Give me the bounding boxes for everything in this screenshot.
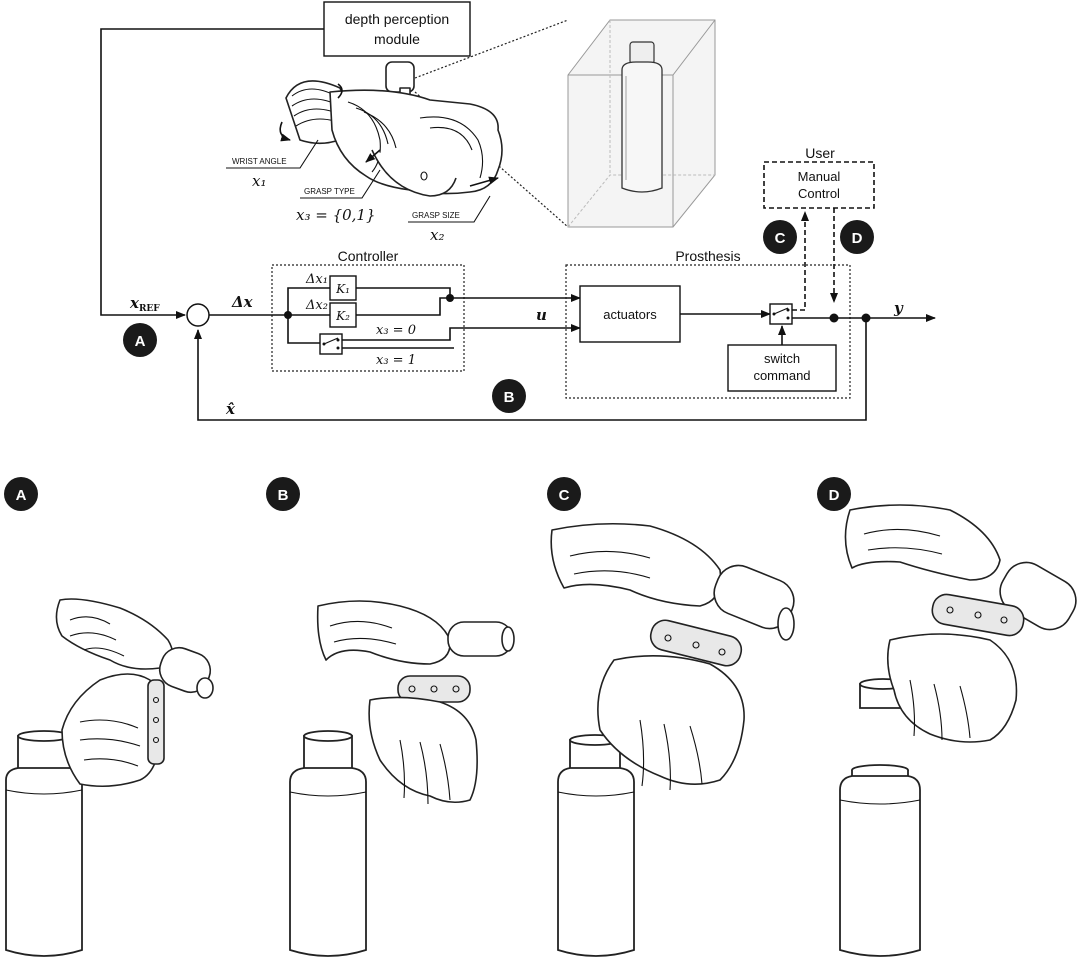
- user-hand-a: [55, 598, 174, 670]
- svg-text:x₁: x₁: [252, 172, 266, 190]
- svg-text:GRASP TYPE: GRASP TYPE: [304, 187, 355, 196]
- svg-text:x₃ = {0,1}: x₃ = {0,1}: [296, 206, 376, 224]
- svg-text:x₃ = 0: x₃ = 0: [376, 323, 416, 338]
- y-label: y: [893, 299, 904, 317]
- svg-text:K₂: K₂: [335, 309, 350, 323]
- user-hand-b: [316, 600, 515, 665]
- prosthetic-hand-illustration: [279, 61, 503, 197]
- camera-view-box: [414, 19, 716, 228]
- manual-line1: Manual: [798, 169, 841, 184]
- switch-line2: command: [753, 368, 810, 383]
- dx-label: Δx: [231, 293, 254, 311]
- block-diagram: depth perception module: [100, 1, 936, 421]
- grasp-size-label: GRASP SIZE x₂: [408, 195, 491, 244]
- spray-can-d: [839, 678, 921, 957]
- prosthesis-b: [368, 675, 478, 805]
- depth-module-line2: module: [374, 31, 420, 47]
- badge-b: B: [492, 379, 526, 413]
- panel-c-label: C: [559, 487, 570, 504]
- svg-text:Δx₂: Δx₂: [305, 298, 328, 313]
- svg-text:K₁: K₁: [335, 282, 350, 296]
- panel-a-label: A: [16, 487, 27, 504]
- badge-c: C: [763, 220, 797, 254]
- xhat-label: x̂: [225, 400, 236, 418]
- panel-b-label: B: [278, 487, 289, 504]
- panel-d-label: D: [829, 487, 840, 504]
- user-hand-c: [550, 522, 795, 641]
- svg-text:x₃ = 1: x₃ = 1: [376, 353, 416, 368]
- wrist-angle-label: WRIST ANGLE x₁: [226, 139, 319, 190]
- prosthesis-title: Prosthesis: [675, 248, 740, 264]
- svg-text:C: C: [775, 230, 786, 247]
- xref-label: xREF: [129, 294, 160, 314]
- switch-line1: switch: [764, 351, 800, 366]
- summing-junction: [186, 303, 210, 327]
- user-hand-d: [844, 504, 1077, 631]
- panel-d: D: [817, 477, 1077, 957]
- prosthesis-block: Prosthesis actuators switch command: [565, 248, 851, 399]
- badge-d: D: [840, 220, 874, 254]
- svg-text:x₂: x₂: [430, 226, 444, 244]
- user-manual-control: User Manual Control: [763, 145, 875, 209]
- svg-text:Δx₁: Δx₁: [305, 272, 328, 287]
- depth-perception-module: depth perception module: [323, 1, 471, 57]
- panel-c: C: [547, 477, 795, 957]
- grasp-type-label: GRASP TYPE x₃ = {0,1}: [296, 169, 381, 224]
- svg-text:B: B: [504, 389, 515, 406]
- panel-a: A: [4, 477, 214, 957]
- user-title: User: [805, 145, 835, 161]
- prosthesis-a: [61, 646, 214, 788]
- actuators-label: actuators: [603, 307, 657, 322]
- controller-block: Controller K₁ K₂ Δx₁ Δx₂ x₃ = 0 x₃ = 1: [271, 248, 465, 372]
- xref-line: [100, 28, 324, 319]
- badge-a: A: [123, 323, 157, 357]
- svg-text:D: D: [852, 230, 863, 247]
- svg-text:WRIST ANGLE: WRIST ANGLE: [232, 157, 287, 166]
- manual-line2: Control: [798, 186, 840, 201]
- panel-b: B: [266, 477, 515, 957]
- u-label: u: [536, 306, 547, 324]
- spray-can-c: [557, 734, 635, 957]
- prosthesis-d: [886, 593, 1025, 743]
- svg-text:A: A: [135, 333, 146, 350]
- spray-can-a: [5, 730, 83, 957]
- controller-title: Controller: [338, 248, 399, 264]
- svg-text:GRASP SIZE: GRASP SIZE: [412, 211, 460, 220]
- spray-can-b: [289, 730, 367, 957]
- depth-module-line1: depth perception: [345, 11, 449, 27]
- prosthesis-c: [597, 619, 745, 791]
